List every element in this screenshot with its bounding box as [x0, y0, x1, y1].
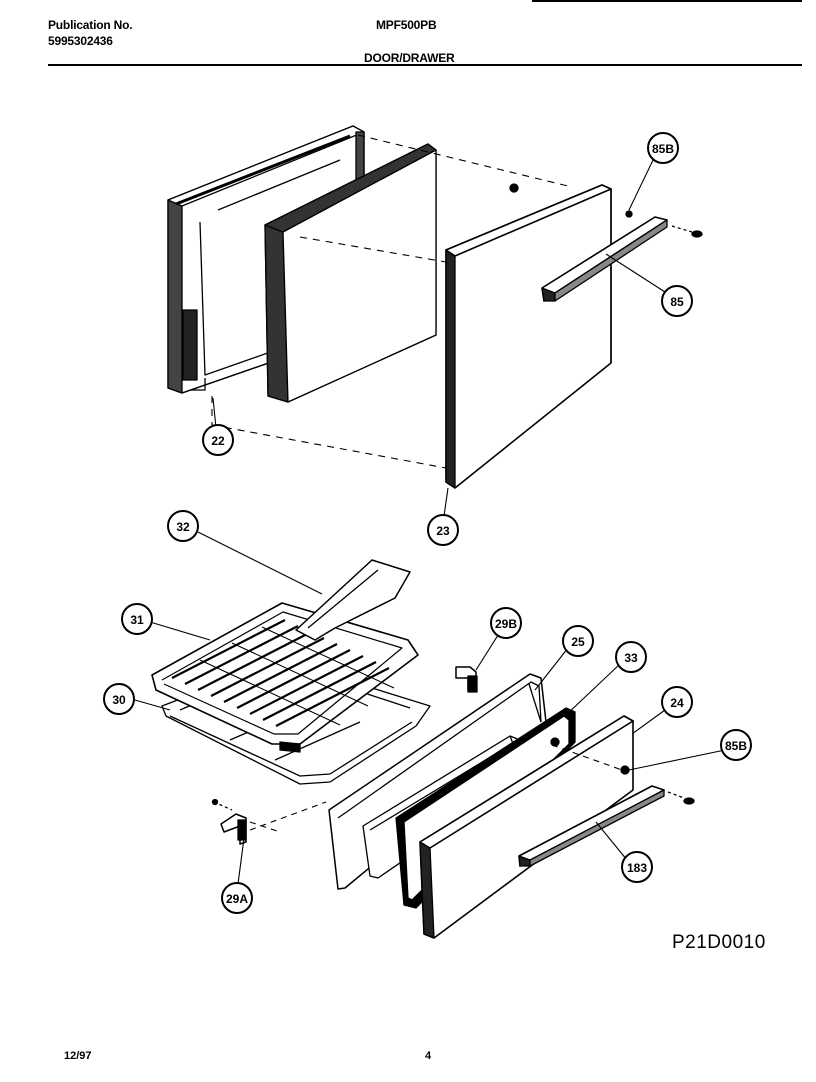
svg-text:25: 25 [571, 635, 585, 649]
svg-text:24: 24 [670, 696, 684, 710]
hinge-bracket-29b [455, 666, 478, 693]
callout-25: 25 [562, 625, 594, 657]
section-title: DOOR/DRAWER [364, 51, 455, 65]
lower-alignment-lines [249, 744, 623, 833]
svg-text:183: 183 [627, 861, 647, 875]
upper-alignment-lines [211, 134, 573, 469]
svg-text:30: 30 [112, 693, 126, 707]
callout-32: 32 [167, 510, 199, 542]
header-divider [48, 64, 802, 66]
door-insulation-part [264, 143, 437, 403]
callout-29a: 29A [221, 882, 253, 914]
callout-33: 33 [615, 641, 647, 673]
door-handle-part [541, 210, 703, 302]
svg-text:85: 85 [670, 295, 684, 309]
callout-23: 23 [427, 514, 459, 546]
callout-31: 31 [121, 603, 153, 635]
broiler-grid-part [151, 602, 419, 753]
svg-text:85B: 85B [725, 739, 747, 753]
model-number: MPF500PB [376, 18, 437, 32]
callout-183: 183 [621, 851, 653, 883]
svg-text:29B: 29B [495, 617, 517, 631]
callout-29b: 29B [490, 607, 522, 639]
footer-date: 12/97 [64, 1050, 92, 1062]
callout-22: 22 [202, 424, 234, 456]
svg-text:32: 32 [176, 520, 190, 534]
outer-door-part [445, 184, 612, 489]
svg-text:85B: 85B [652, 142, 674, 156]
callout-85: 85 [661, 285, 693, 317]
hinge-bracket-29a [211, 798, 247, 845]
top-right-rule [532, 0, 802, 2]
svg-text:23: 23 [436, 524, 450, 538]
callout-85b-top: 85B [647, 132, 679, 164]
svg-text:33: 33 [624, 651, 638, 665]
figure-code: P21D0010 [672, 932, 766, 953]
callout-85b-bottom: 85B [720, 729, 752, 761]
broiler-insert-part [295, 559, 411, 641]
drawer-handle-part [518, 765, 695, 867]
callout-30: 30 [103, 683, 135, 715]
publication-label: Publication No. [48, 18, 133, 32]
publication-number: 5995302436 [48, 34, 113, 48]
footer-page-number: 4 [425, 1050, 432, 1062]
svg-text:31: 31 [130, 613, 144, 627]
leader-lines [134, 155, 726, 885]
drawer-front-part [419, 715, 634, 939]
svg-text:22: 22 [211, 434, 225, 448]
callout-24: 24 [661, 686, 693, 718]
svg-text:29A: 29A [226, 892, 248, 906]
